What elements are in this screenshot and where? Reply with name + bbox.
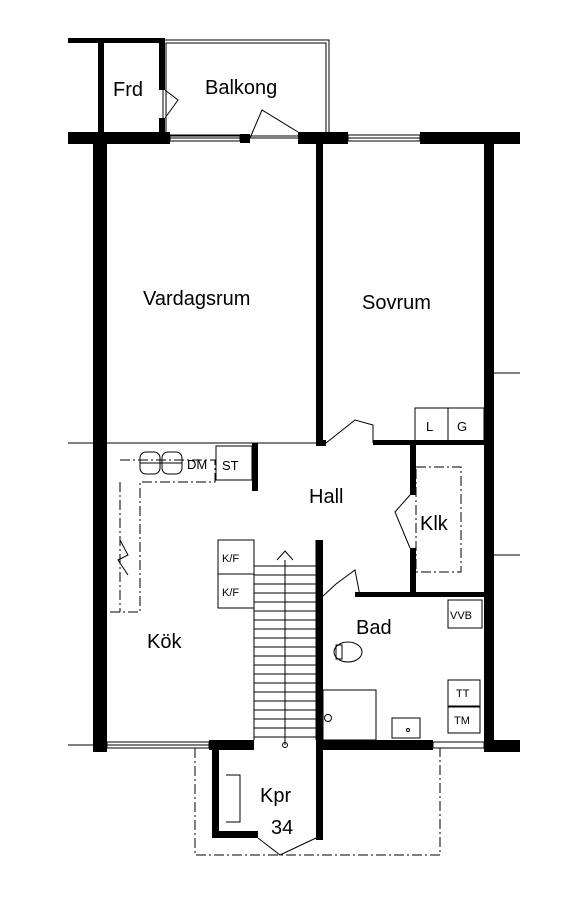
bath-window (432, 741, 485, 749)
frd-left-wall (98, 38, 104, 136)
living-bedroom-wall (316, 140, 323, 445)
room-label-vardagsrum: Vardagsrum (143, 288, 250, 310)
water-heater-label: VVB (450, 610, 472, 622)
sink-marker (117, 539, 129, 576)
bedroom-wardrobes: L G (414, 407, 485, 442)
storage-door-swing (257, 837, 317, 856)
bedroom-door-swing (325, 419, 374, 444)
frd-door-swing (164, 89, 179, 119)
staircase (253, 540, 317, 748)
klk-wall-upper (410, 445, 416, 495)
room-label-hall: Hall (309, 486, 343, 508)
balcony-door-swing (249, 109, 299, 139)
bedroom-bottom-wall (373, 440, 484, 445)
dryer-label: TT (456, 688, 470, 700)
frd-top-wall (68, 38, 164, 43)
kitchen-counter (107, 459, 216, 613)
top-wall-segment-mid (298, 132, 348, 144)
right-exterior-wall (484, 132, 494, 752)
dishwasher-label: DM (187, 457, 207, 472)
top-wall-segment-right (420, 132, 520, 144)
door-jamb-left (240, 134, 250, 143)
fridge-upper-label: K/F (222, 553, 239, 565)
bath-door-swing (322, 569, 361, 597)
toilet (333, 641, 363, 663)
washbasin (391, 717, 421, 739)
klk-door-swing (394, 494, 411, 549)
room-label-bad: Bad (356, 617, 392, 639)
frd-right-wall-upper (159, 38, 165, 90)
top-wall-segment-left (68, 132, 170, 144)
walk-in-closet (394, 445, 462, 596)
room-label-sovrum: Sovrum (362, 292, 431, 314)
closet-st-label: ST (222, 458, 239, 473)
wardrobe-g-label: G (457, 419, 467, 434)
room-label-kok: Kök (147, 631, 182, 653)
klk-wall-lower (410, 548, 416, 596)
top-wall (68, 109, 520, 144)
frd-closet (68, 38, 179, 136)
room-label-kpr: Kpr (260, 785, 291, 807)
frd-right-wall-lower (159, 118, 165, 136)
washer-label: TM (454, 715, 470, 727)
storage-shelf (226, 774, 241, 823)
kitchen: DM ST K/F K/F (107, 443, 258, 613)
room-label-frd: Frd (113, 79, 143, 101)
washing-machine (447, 706, 481, 734)
stair-right-wall (316, 540, 323, 840)
closet-st-wall (252, 443, 258, 491)
room-label-klk: Klk (420, 513, 449, 535)
water-heater (447, 599, 483, 629)
shower (322, 689, 377, 741)
storage-room (194, 748, 441, 856)
wardrobe-l-label: L (426, 419, 433, 434)
klk-shelving (415, 466, 462, 573)
unit-number: 34 (271, 817, 293, 839)
left-exterior-wall (93, 132, 107, 752)
dryer (447, 679, 481, 707)
stair-arrow (276, 550, 294, 561)
room-label-balkong: Balkong (205, 77, 277, 99)
bottom-wall (68, 740, 520, 752)
terrace-outline (194, 748, 441, 856)
fridge-lower-label: K/F (222, 587, 239, 599)
bathroom: VVB TT TM (322, 569, 484, 741)
